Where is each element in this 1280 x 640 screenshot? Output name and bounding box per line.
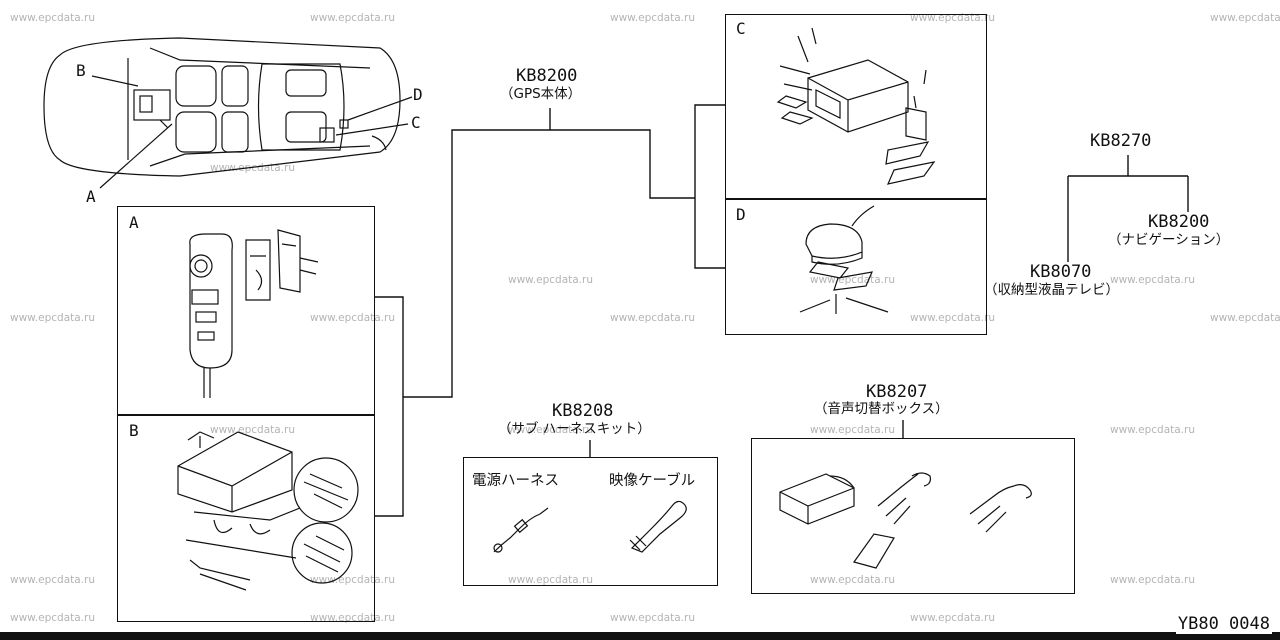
part-code-kb8270: KB8270 [1090, 131, 1152, 151]
part-desc-audio-switch-box: （音声切替ボックス） [814, 401, 949, 417]
watermark: www.epcdata.ru [610, 612, 695, 624]
watermark: www.epcdata.ru [910, 12, 995, 24]
overview-label-c: C [411, 113, 421, 132]
gps-antenna-drawing [799, 205, 889, 314]
kb8208-item-video-cable: 映像ケーブル [609, 473, 696, 489]
harness-kit-drawing [493, 500, 687, 553]
kb8208-item-power-harness: 電源ハーネス [472, 473, 559, 489]
watermark: www.epcdata.ru [1210, 312, 1280, 324]
detail-box-c: C [725, 14, 987, 200]
diagram-code: YB80 0048 [1175, 614, 1272, 634]
watermark: www.epcdata.ru [910, 612, 995, 624]
watermark: www.epcdata.ru [310, 312, 395, 324]
detail-box-d-label: D [736, 205, 746, 224]
watermark: www.epcdata.ru [1210, 12, 1280, 24]
overview-label-a: A [86, 187, 96, 206]
detail-box-a-label: A [129, 213, 139, 232]
car-overview-drawing [43, 37, 413, 189]
watermark: www.epcdata.ru [810, 424, 895, 436]
detail-box-a: A [117, 206, 375, 416]
detail-box-b: B [117, 414, 375, 622]
detail-box-b-label: B [129, 421, 139, 440]
watermark: www.epcdata.ru [1110, 274, 1195, 286]
watermark: www.epcdata.ru [508, 274, 593, 286]
audio-switch-box-drawing [779, 472, 1032, 569]
watermark: www.epcdata.ru [810, 574, 895, 586]
part-code-kb8208: KB8208 [552, 401, 614, 421]
watermark: www.epcdata.ru [310, 12, 395, 24]
overview-label-b: B [76, 61, 86, 80]
part-desc-lcd-tv: （収納型液晶テレビ） [984, 282, 1119, 298]
part-desc-navigation: （ナビゲーション） [1108, 232, 1230, 248]
watermark: www.epcdata.ru [810, 274, 895, 286]
watermark: www.epcdata.ru [508, 424, 593, 436]
part-code-kb8207: KB8207 [866, 382, 928, 402]
part-code-kb8200-main: KB8200 [516, 66, 578, 86]
part-code-kb8070: KB8070 [1030, 262, 1092, 282]
watermark: www.epcdata.ru [10, 612, 95, 624]
kb8208-box [463, 457, 718, 586]
control-unit-drawing [177, 431, 359, 591]
watermark: www.epcdata.ru [10, 12, 95, 24]
detail-box-d: D [725, 198, 987, 335]
kb8207-box [751, 438, 1075, 594]
watermark: www.epcdata.ru [10, 574, 95, 586]
part-code-kb8200-nav: KB8200 [1148, 212, 1210, 232]
watermark: www.epcdata.ru [610, 12, 695, 24]
watermark: www.epcdata.ru [610, 312, 695, 324]
watermark: www.epcdata.ru [910, 312, 995, 324]
watermark: www.epcdata.ru [210, 424, 295, 436]
watermark: www.epcdata.ru [310, 574, 395, 586]
watermark: www.epcdata.ru [508, 574, 593, 586]
remote-controller-drawing [189, 229, 319, 398]
overview-label-d: D [413, 85, 423, 104]
watermark: www.epcdata.ru [1110, 424, 1195, 436]
watermark: www.epcdata.ru [1110, 574, 1195, 586]
footer-bar [0, 632, 1280, 640]
gps-unit-drawing [776, 27, 936, 185]
detail-box-c-label: C [736, 19, 746, 38]
watermark: www.epcdata.ru [10, 312, 95, 324]
part-desc-gps-unit: （GPS本体） [500, 86, 582, 102]
part-desc-sub-harness-kit: （サブ ハーネスキット） [498, 421, 651, 437]
